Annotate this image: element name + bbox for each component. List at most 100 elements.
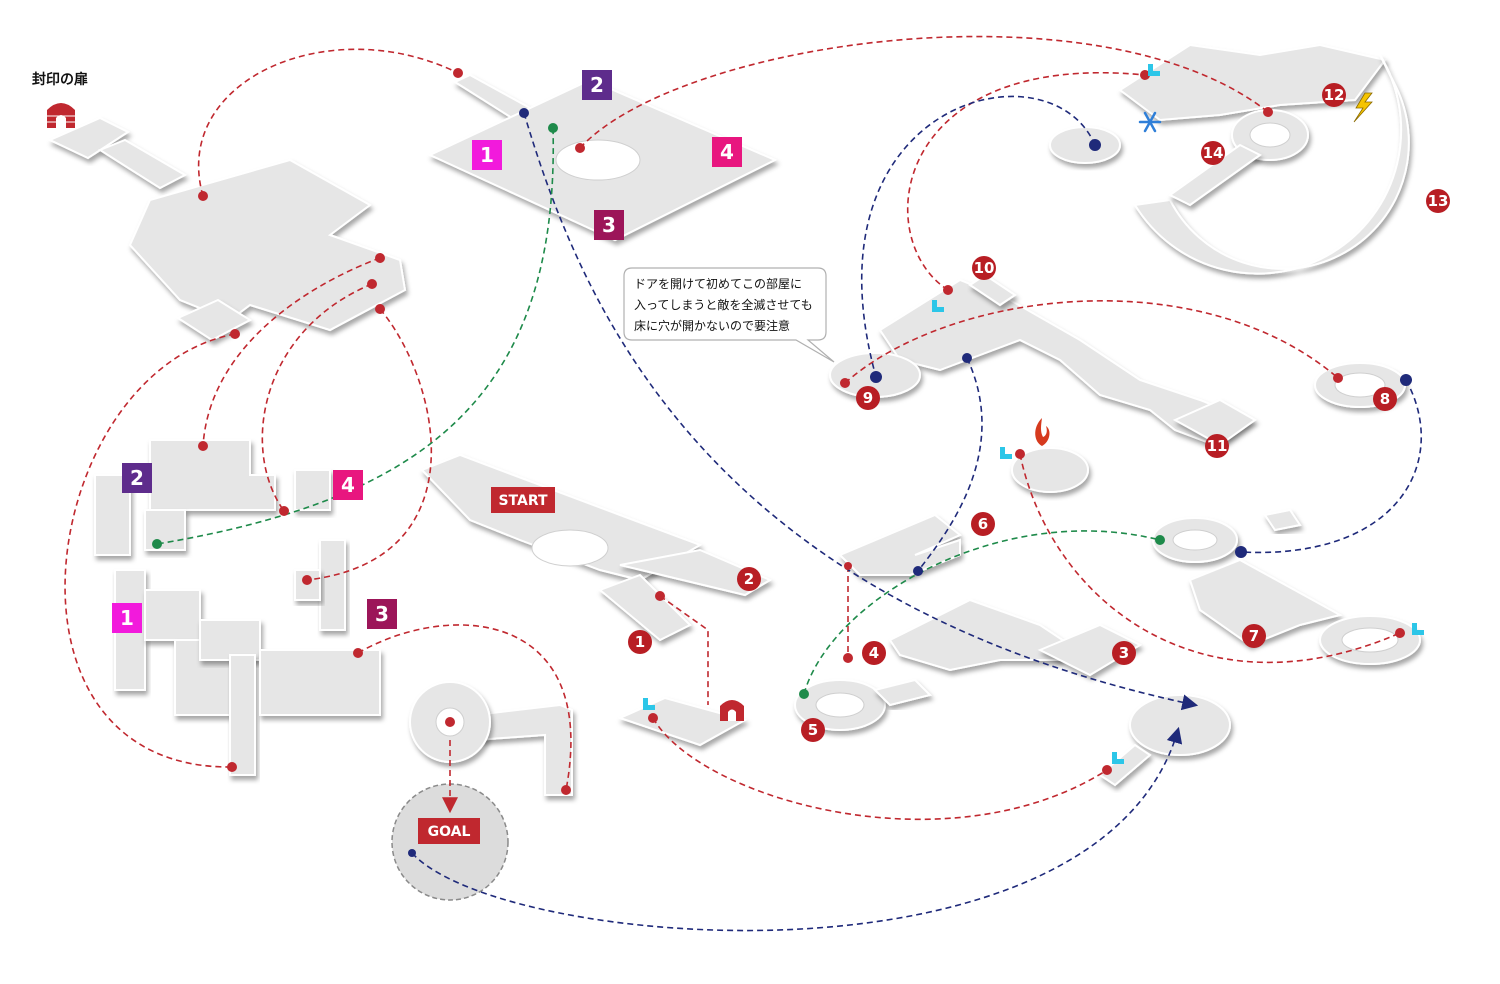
- start-room-hole: [531, 529, 609, 567]
- room-seal-south: [175, 298, 253, 342]
- room-8-hole: [1334, 372, 1386, 398]
- badge-1: 1: [628, 630, 652, 654]
- svg-text:7: 7: [1249, 627, 1259, 645]
- warp-marker-icon: [1148, 64, 1160, 76]
- badge-9: 9: [856, 386, 880, 410]
- svg-text:3: 3: [602, 213, 616, 237]
- switch-square-3-maze: [367, 599, 397, 629]
- note-line-2: 入ってしまうと敵を全滅させても: [634, 297, 813, 312]
- start-tag: START: [491, 487, 555, 513]
- switch-square-4-maze: [333, 470, 363, 500]
- seal-door-title: 封印の扉: [32, 71, 88, 88]
- seal-door-icon: [720, 700, 744, 721]
- svg-text:4: 4: [720, 140, 734, 164]
- warning-note: ドアを開けて初めてこの部屋に 入ってしまうと敵を全滅させても 床に穴が開かないの…: [623, 267, 835, 363]
- badge-13: 13: [1426, 189, 1450, 213]
- svg-text:4: 4: [341, 473, 355, 497]
- room-11: [1172, 398, 1257, 447]
- warp-markers: [643, 64, 1424, 764]
- svg-text:2: 2: [130, 466, 144, 490]
- badge-11: 11: [1205, 434, 1229, 458]
- svg-text:5: 5: [808, 721, 818, 739]
- snowflake-icon: [1138, 111, 1162, 133]
- badge-8: 8: [1373, 387, 1397, 411]
- seal-door-icon: [47, 103, 75, 128]
- svg-text:2: 2: [590, 73, 604, 97]
- room-hub: [1129, 694, 1231, 756]
- switch-square-1-maze: [112, 603, 142, 633]
- switch-square-2-maze: [122, 463, 152, 493]
- svg-text:4: 4: [869, 644, 879, 662]
- switch-square-3-top: [594, 210, 624, 240]
- switch-square-4-top: [712, 137, 742, 167]
- room-start-branch-2: [619, 548, 773, 597]
- svg-text:3: 3: [1119, 644, 1129, 662]
- svg-text:START: START: [498, 493, 548, 509]
- room-6: [838, 513, 962, 576]
- room-start: [420, 453, 703, 582]
- goal-tag: GOAL: [418, 818, 480, 844]
- note-line-3: 床に穴が開かないので要注意: [634, 318, 790, 333]
- room-12-wing: [1118, 43, 1387, 122]
- room-5-stub: [873, 678, 932, 707]
- svg-text:2: 2: [744, 570, 754, 588]
- svg-text:14: 14: [1203, 144, 1224, 162]
- warp-marker-icon: [932, 300, 944, 312]
- svg-text:1: 1: [635, 633, 645, 651]
- badge-2: 2: [737, 567, 761, 591]
- badge-10: 10: [972, 256, 996, 280]
- warp-marker-icon: [643, 698, 655, 710]
- room-seal-passage: [97, 138, 188, 190]
- svg-text:6: 6: [978, 515, 988, 533]
- svg-text:1: 1: [480, 143, 494, 167]
- room-ice-pod: [1049, 126, 1121, 164]
- svg-text:9: 9: [863, 389, 873, 407]
- room-7-corridor: [1188, 558, 1343, 647]
- badge-6: 6: [971, 512, 995, 536]
- badge-7: 7: [1242, 624, 1266, 648]
- room-4-hall: [888, 598, 1072, 672]
- room-7-ring-bottom-hole: [1341, 627, 1399, 653]
- room-start-branch-1: [598, 573, 692, 642]
- room-seal-main: [128, 158, 407, 332]
- svg-text:8: 8: [1380, 390, 1390, 408]
- svg-text:GOAL: GOAL: [428, 824, 471, 840]
- svg-text:12: 12: [1324, 86, 1345, 104]
- svg-text:1: 1: [120, 606, 134, 630]
- svg-text:11: 11: [1207, 437, 1228, 455]
- warp-marker-icon: [1412, 623, 1424, 635]
- warp-marker-icon: [1000, 447, 1012, 459]
- room-maze: [94, 439, 381, 776]
- note-line-1: ドアを開けて初めてこの部屋に: [634, 276, 802, 291]
- room-3: [1037, 623, 1143, 677]
- fire-icon: [1035, 418, 1050, 446]
- badge-12: 12: [1322, 83, 1346, 107]
- svg-text:3: 3: [375, 602, 389, 626]
- room-seal-corridor: [47, 116, 131, 160]
- room-5-hole: [815, 692, 865, 718]
- room-7-ring-top-hole: [1172, 529, 1218, 551]
- warp-marker-icon: [1112, 752, 1124, 764]
- badge-3: 3: [1112, 641, 1136, 665]
- switch-room-ring: [555, 139, 641, 181]
- switch-square-1-top: [472, 140, 502, 170]
- lightning-icon: [1353, 92, 1373, 123]
- badge-5: 5: [801, 718, 825, 742]
- svg-text:10: 10: [974, 259, 995, 277]
- room-switch-entry: [452, 73, 533, 120]
- switch-markers: 1 2 3 4 2 4 1 3: [112, 70, 742, 633]
- room-14-hole: [1249, 122, 1291, 148]
- room-7-stub: [1263, 508, 1302, 532]
- room-hub-corridor: [1098, 743, 1152, 787]
- room-number-badges: 1 2 3 4 5 6 7 8 9 10 11 12 13 14: [628, 83, 1450, 742]
- route-endpoints: [152, 68, 1412, 857]
- room-fire-pod: [1011, 447, 1089, 493]
- badge-4: 4: [862, 641, 886, 665]
- rooms: [47, 43, 1421, 901]
- routes: [64, 35, 1422, 932]
- switch-square-2-top: [582, 70, 612, 100]
- badge-14: 14: [1201, 141, 1225, 165]
- room-13-arc: [1133, 54, 1410, 275]
- svg-text:13: 13: [1428, 192, 1449, 210]
